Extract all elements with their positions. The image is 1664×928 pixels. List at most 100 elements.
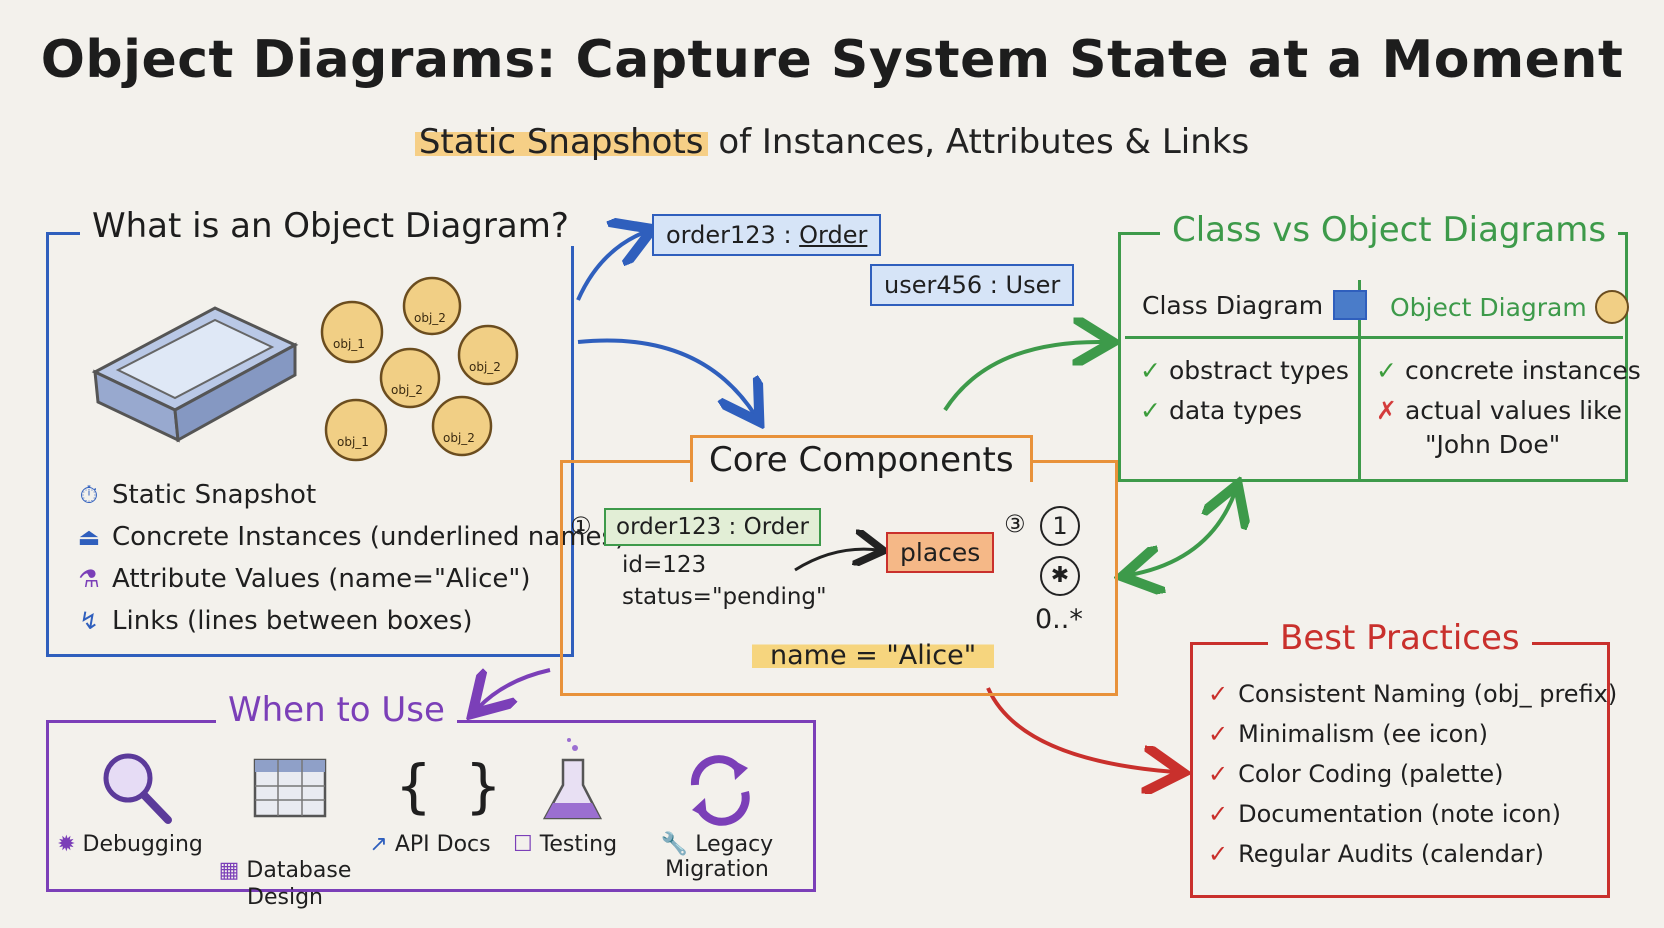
object-diagram-item: ✗actual values like (1376, 396, 1622, 425)
use-item-database-design: ▦ Database Design (210, 830, 360, 911)
page-title: Object Diagrams: Capture System State at… (40, 30, 1624, 90)
link-arrow (794, 549, 878, 572)
svg-text:obj_2: obj_2 (414, 311, 446, 325)
object-type: User (1005, 271, 1061, 299)
arrow-to-core (577, 338, 755, 415)
page-subtitle: Static Snapshots of Instances, Attribute… (0, 122, 1664, 162)
check-icon: ✓ (1208, 680, 1229, 708)
what-is-title: What is an Object Diagram? (80, 206, 581, 246)
best-practices-title: Best Practices (1268, 618, 1532, 658)
column-divider (1358, 280, 1361, 480)
what-is-item-label: Concrete Instances (underlined names) (112, 522, 626, 552)
object-diagram-item: ✓concrete instances (1376, 356, 1641, 385)
object-name: order123 (616, 514, 722, 540)
what-is-item-label: Links (lines between boxes) (112, 606, 473, 636)
best-practice-item: ✓ Documentation (note icon) (1208, 800, 1561, 828)
object-name: order123 (666, 221, 776, 249)
subtitle-highlight: Static Snapshots (414, 122, 708, 162)
what-is-item: ⚗ Attribute Values (name="Alice") (74, 564, 531, 594)
check-icon: ✓ (1140, 356, 1161, 385)
what-is-item: ⏏ Concrete Instances (underlined names) (74, 522, 626, 552)
object-type: Order (743, 514, 809, 540)
braces-icon: { } (396, 752, 501, 820)
svg-text:obj_2: obj_2 (443, 431, 475, 445)
svg-text:obj_2: obj_2 (469, 360, 501, 374)
marker-three: ③ (1004, 510, 1026, 538)
check-icon: ✓ (1208, 840, 1229, 868)
refresh-icon (690, 755, 750, 826)
doc-icon: ☐ (512, 832, 533, 857)
core-object-box: order123 : Order (604, 508, 821, 546)
grid-icon: ▦ (218, 858, 240, 883)
object-diagram-item-cont: "John Doe" (1425, 430, 1561, 459)
best-practice-label: Documentation (note icon) (1238, 800, 1561, 828)
what-is-item-label: Attribute Values (name="Alice") (112, 564, 531, 594)
object-diagram-label: Object Diagram (1390, 292, 1587, 322)
best-practice-label: Minimalism (ee icon) (1238, 720, 1488, 748)
object-name: user456 (884, 271, 983, 299)
object-diagram-item-label: concrete instances (1404, 356, 1641, 385)
what-is-item: ↯ Links (lines between boxes) (74, 606, 473, 636)
what-is-item: ⏱ Static Snapshot (74, 480, 317, 510)
user-object-box: user456 : User (870, 264, 1075, 306)
link-label-box: places (886, 532, 995, 573)
link-icon: ↯ (78, 607, 100, 635)
multiplicity-range: 0..* (1035, 604, 1083, 635)
use-item-testing: ☐ Testing (505, 832, 625, 857)
attribute-status: status="pending" (622, 584, 827, 610)
best-practice-label: Consistent Naming (obj_ prefix) (1238, 680, 1618, 708)
object-diagram-item-label: actual values like (1404, 396, 1622, 425)
what-is-item-label: Static Snapshot (112, 480, 317, 510)
svg-text:obj_1: obj_1 (333, 337, 365, 351)
best-practice-label: Color Coding (palette) (1238, 760, 1504, 788)
tray-icon (91, 306, 299, 443)
multiplicity-one: 1 (1040, 506, 1080, 546)
best-practice-item: ✓ Consistent Naming (obj_ prefix) (1208, 680, 1617, 708)
magnifier-icon (103, 753, 172, 824)
subtitle-rest: of Instances, Attributes & Links (707, 122, 1250, 162)
class-diagram-item-label: obstract types (1168, 356, 1349, 385)
svg-text:obj_2: obj_2 (391, 383, 423, 397)
class-diagram-label: Class Diagram (1142, 290, 1324, 320)
object-type: Order (799, 221, 868, 249)
class-diagram-item: ✓obstract types (1140, 356, 1349, 385)
check-icon: ✓ (1208, 800, 1229, 828)
arrow-to-class-vs-object (943, 342, 1105, 412)
class-diagram-header: Class Diagram (1142, 290, 1368, 320)
svg-text:obj_1: obj_1 (337, 435, 369, 449)
object-diagram-header: Object Diagram (1390, 290, 1629, 324)
use-item-legacy-migration: 🔧 Legacy Migration (622, 832, 812, 882)
attribute-note: name = "Alice" (752, 640, 995, 671)
flask-icon: ⚗ (78, 565, 100, 593)
check-icon: ✓ (1376, 356, 1397, 385)
core-components-title: Core Components (690, 435, 1033, 482)
bug-icon: ✹ (57, 832, 76, 857)
arrow-bidirectional (1130, 492, 1235, 575)
arrow-to-best-practices (986, 687, 1175, 772)
wrench-icon: 🔧 (660, 832, 689, 857)
beaker-icon (542, 738, 603, 820)
use-item-label: Testing (539, 832, 618, 857)
best-practice-label: Regular Audits (calendar) (1238, 840, 1544, 868)
cookie-icon (1594, 290, 1629, 324)
use-item-label: Legacy Migration (665, 832, 774, 882)
class-vs-object-title: Class vs Object Diagrams (1160, 210, 1619, 250)
best-practice-item: ✓ Minimalism (ee icon) (1208, 720, 1488, 748)
cookie-cutter-icon: ⏏ (77, 523, 101, 551)
multiplicity-star: ✱ (1040, 556, 1080, 596)
class-diagram-item: ✓data types (1140, 396, 1302, 425)
use-item-label: Database Design (246, 858, 352, 910)
stopwatch-icon: ⏱ (79, 481, 99, 509)
use-item-debugging: ✹ Debugging (55, 832, 205, 857)
when-to-use-title: When to Use (216, 690, 457, 730)
table-icon (253, 758, 327, 818)
cookie-icons: obj_1 obj_2 obj_2 obj_2 obj_1 obj_2 (320, 276, 519, 462)
use-item-api-docs: ↗ API Docs (355, 832, 505, 857)
arrow-to-when-to-use (478, 668, 551, 708)
attribute-id: id=123 (622, 552, 707, 578)
blueprint-icon (1333, 290, 1368, 320)
marker-one: ① (570, 512, 592, 540)
use-item-label: Debugging (82, 832, 203, 857)
check-icon: ✓ (1208, 720, 1229, 748)
